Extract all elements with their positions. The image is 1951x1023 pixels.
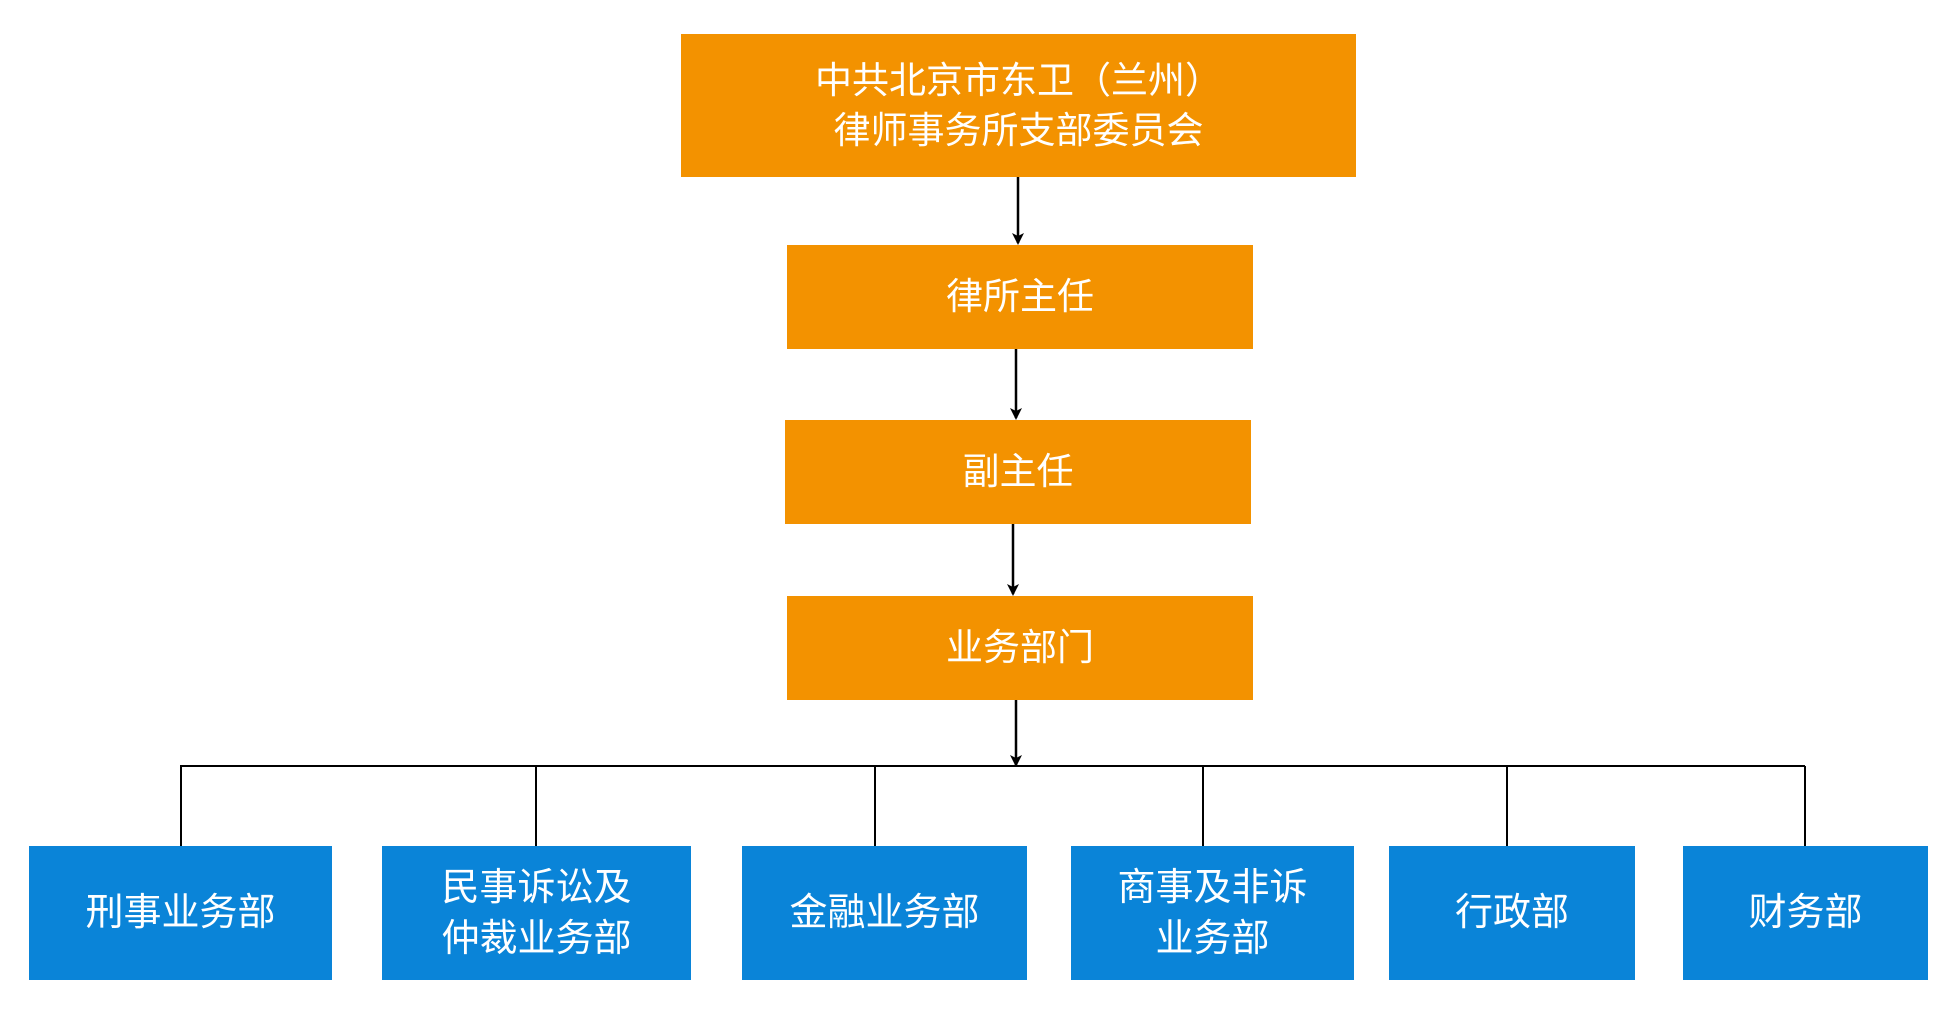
department-label-line-1: 金融业务部 bbox=[789, 890, 980, 935]
party-committee-line-2: 律师事务所支部委员会 bbox=[833, 108, 1204, 152]
business-departments-label: 业务部门 bbox=[946, 626, 1094, 670]
department-label-line-1: 商事及非诉 bbox=[1117, 864, 1308, 909]
department-box-criminal: 刑事业务部 bbox=[29, 846, 332, 980]
department-label-line-1: 民事诉讼及 bbox=[441, 864, 632, 909]
department-box-finance-business: 金融业务部 bbox=[742, 846, 1027, 980]
director-label: 律所主任 bbox=[946, 275, 1094, 319]
department-box-commercial: 商事及非诉 业务部 bbox=[1071, 846, 1354, 980]
party-committee-line-1: 中共北京市东卫（兰州） bbox=[815, 58, 1222, 102]
department-label-line-2: 仲裁业务部 bbox=[441, 916, 632, 960]
department-label-line-1: 行政部 bbox=[1454, 890, 1569, 935]
department-box-finance: 财务部 bbox=[1683, 846, 1928, 980]
director-box: 律所主任 bbox=[787, 245, 1253, 349]
deputy-director-box: 副主任 bbox=[785, 420, 1251, 524]
department-box-civil-litigation: 民事诉讼及 仲裁业务部 bbox=[382, 846, 691, 980]
deputy-director-label: 副主任 bbox=[962, 450, 1074, 494]
business-departments-box: 业务部门 bbox=[787, 596, 1253, 700]
department-label-line-1: 刑事业务部 bbox=[85, 890, 276, 935]
department-label-line-2: 业务部 bbox=[1155, 916, 1270, 960]
department-box-administration: 行政部 bbox=[1389, 846, 1635, 980]
party-committee-box: 中共北京市东卫（兰州） 律师事务所支部委员会 bbox=[681, 34, 1356, 177]
department-label-line-1: 财务部 bbox=[1748, 890, 1863, 935]
